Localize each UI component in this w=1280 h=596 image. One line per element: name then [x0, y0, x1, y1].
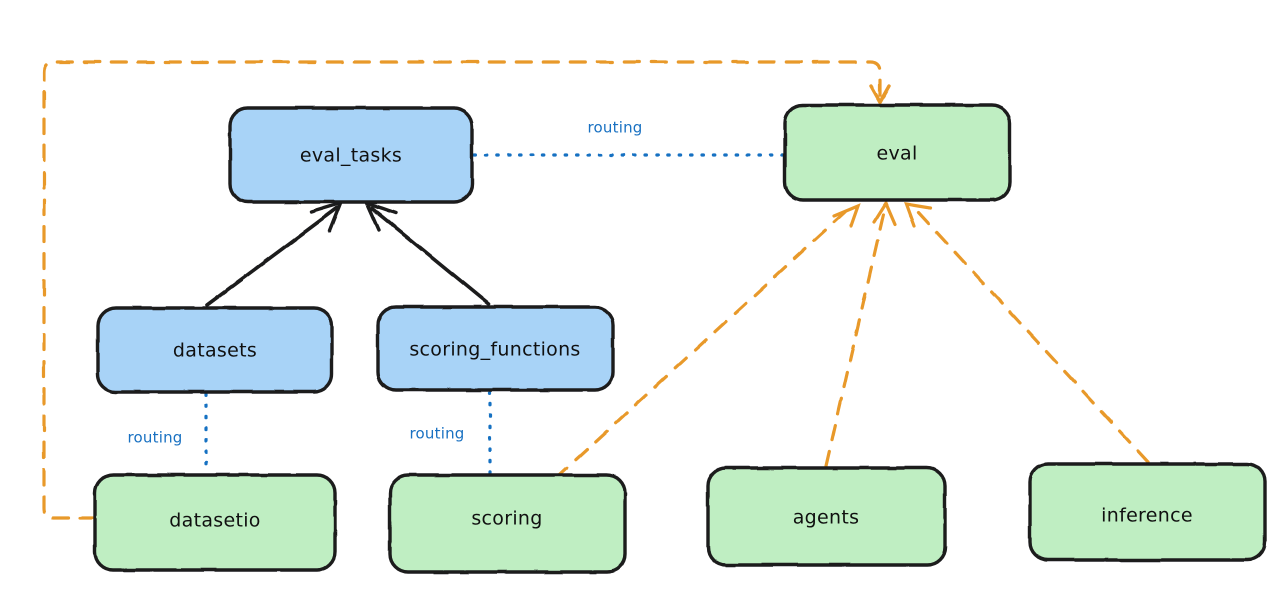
node-label-datasetio: datasetio — [169, 510, 260, 532]
edge-datasets-eval-tasks — [205, 201, 343, 307]
node-label-datasets: datasets — [173, 340, 257, 362]
node-inference[interactable] — [1028, 462, 1267, 562]
node-scoring-functions[interactable] — [376, 305, 615, 392]
edge-label-routing-eval-tasks: routing — [588, 119, 643, 137]
edge-label-routing-scoring-functions: routing — [410, 425, 465, 443]
node-datasetio[interactable] — [93, 473, 337, 572]
edge-scoring-eval — [554, 203, 861, 480]
node-eval[interactable] — [783, 103, 1012, 202]
edge-agents-eval — [824, 199, 897, 468]
node-label-layer: eval_tasks eval datasets scoring_functio… — [169, 143, 1193, 532]
node-label-eval-tasks: eval_tasks — [300, 145, 402, 167]
node-label-scoring: scoring — [471, 508, 542, 530]
node-eval-tasks[interactable] — [228, 106, 474, 204]
node-layer — [93, 103, 1267, 574]
node-label-scoring-functions: scoring_functions — [409, 339, 580, 361]
node-label-inference: inference — [1101, 505, 1193, 527]
edge-label-routing-datasets: routing — [128, 429, 183, 447]
node-scoring[interactable] — [388, 473, 627, 574]
node-datasets[interactable] — [96, 306, 334, 394]
node-agents[interactable] — [706, 466, 947, 567]
edge-datasetio-eval — [42, 60, 891, 520]
edge-label-layer: routing routing routing — [128, 119, 643, 447]
edge-inference-eval — [903, 201, 1150, 464]
node-label-agents: agents — [793, 507, 860, 529]
edge-scoring-functions-eval-tasks — [365, 201, 491, 306]
node-label-eval: eval — [876, 143, 917, 165]
